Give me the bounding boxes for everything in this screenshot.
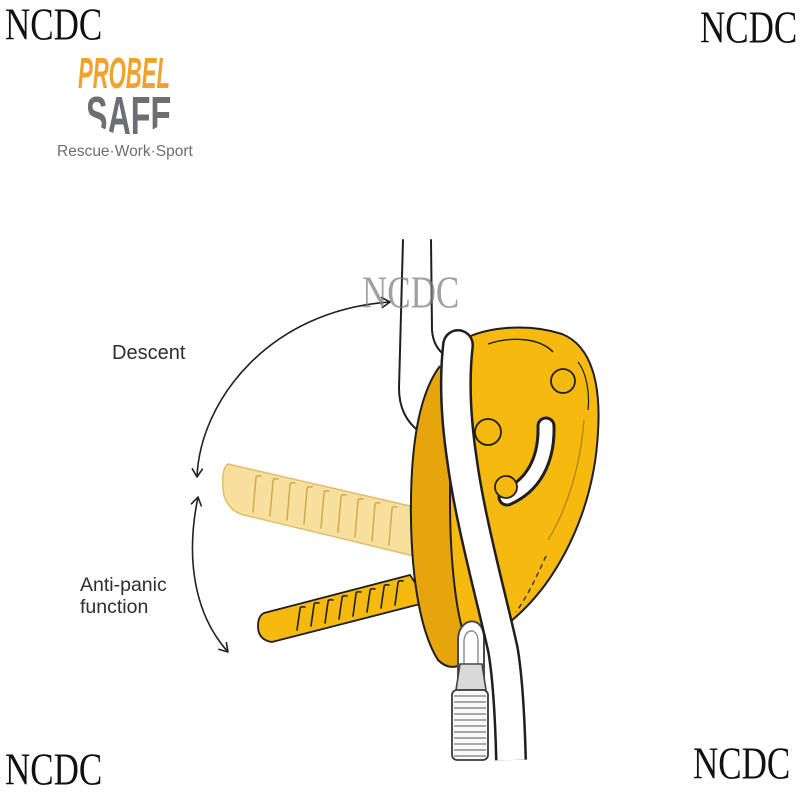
anti-panic-label-line-2: function: [80, 596, 149, 618]
descender-right-groove: [577, 361, 590, 411]
rope-running-body: [442, 343, 525, 761]
carabiner-sleeve-ribs: [454, 695, 486, 757]
bolt-cam-pivot: [474, 418, 502, 446]
rope-running: [439, 329, 527, 761]
logo-tagline: Rescue·Work·Sport: [57, 143, 193, 160]
watermark-center: NCDC: [362, 267, 460, 319]
descender-shading-line: [547, 419, 585, 541]
carabiner-collar: [455, 663, 487, 691]
carabiner-inner-line: [463, 630, 479, 698]
handle-lever-grip: [296, 579, 404, 631]
handle-lever-descent-position: [221, 463, 415, 557]
logo-word-bottom: SAFE: [86, 86, 172, 144]
watermark-bottom-right: NCDC: [693, 738, 791, 790]
carabiner: [451, 620, 489, 761]
watermark-top-left: NCDC: [5, 0, 103, 51]
watermark-bottom-left: NCDC: [5, 744, 103, 796]
handle-lever-anti-panic-position: [257, 573, 430, 643]
descender-side-plate-edge: [409, 365, 473, 668]
descent-arrow: [191, 296, 391, 478]
logo-shield: SAFE: [86, 86, 172, 144]
watermark-top-right: NCDC: [700, 2, 798, 54]
descender-stitch-line: [515, 555, 547, 613]
descender-top-edge: [487, 338, 554, 353]
descent-label: Descent: [112, 342, 186, 364]
probel-safe-logo: PROBEL SAFE: [78, 49, 172, 144]
logo-word-top: PROBEL: [78, 49, 170, 98]
bolt-top: [550, 368, 576, 394]
handle-lever-ghost-body: [221, 463, 415, 557]
bolt-lower: [494, 475, 518, 499]
anti-panic-arrow: [190, 496, 229, 653]
anti-panic-label-line-1: Anti-panic: [80, 574, 167, 596]
handle-lever-body: [257, 573, 430, 643]
